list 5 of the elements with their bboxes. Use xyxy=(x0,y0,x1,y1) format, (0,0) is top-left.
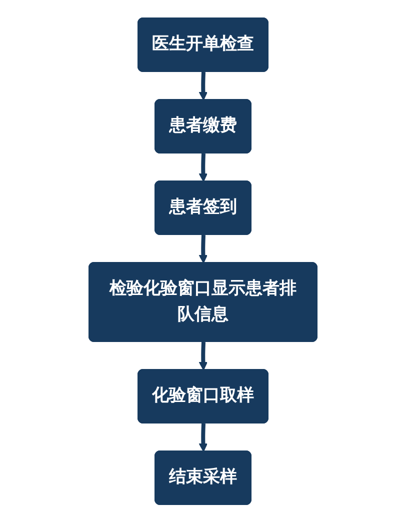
arrow xyxy=(198,342,208,370)
arrow xyxy=(198,423,208,452)
arrow xyxy=(198,72,208,100)
arrow xyxy=(198,234,208,264)
arrow xyxy=(198,153,208,182)
